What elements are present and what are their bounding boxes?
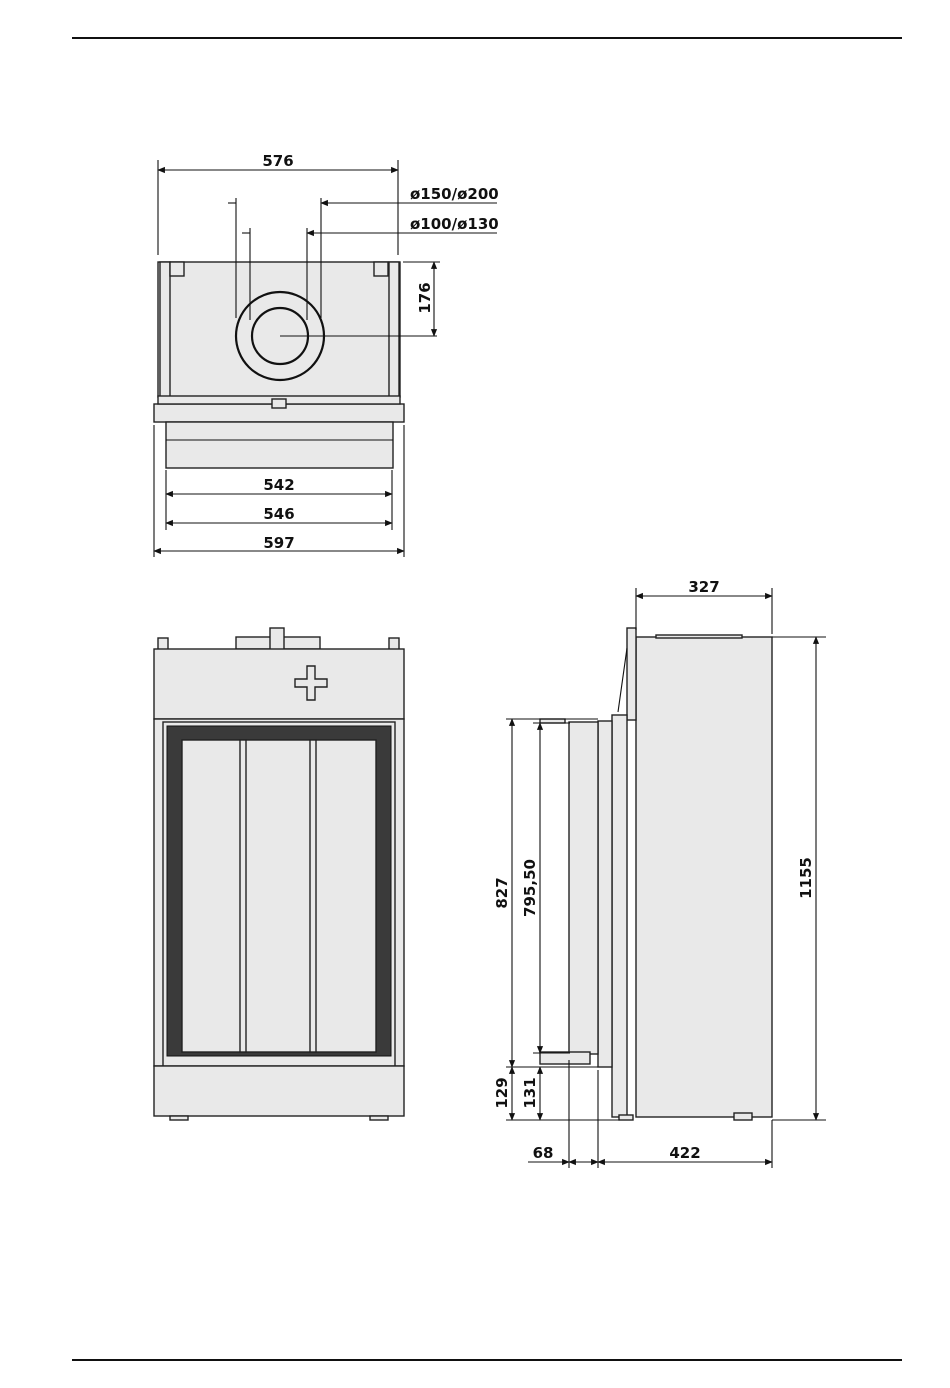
dim-327: 327	[688, 578, 719, 596]
top-view	[154, 262, 437, 468]
dim-795: 795,50	[521, 859, 539, 917]
dim-546: 546	[263, 505, 294, 523]
dim-176: 176	[416, 282, 434, 313]
dim-68: 68	[533, 1144, 554, 1162]
dim-542: 542	[263, 476, 294, 494]
dim-422: 422	[669, 1144, 700, 1162]
front-view	[154, 628, 404, 1120]
dim-576: 576	[262, 152, 293, 170]
dim-flue-small: ø100/ø130	[410, 215, 499, 233]
dim-1155: 1155	[797, 857, 815, 899]
dim-597: 597	[263, 534, 294, 552]
side-view	[540, 628, 772, 1120]
dim-131: 131	[521, 1077, 539, 1108]
dim-flue-large: ø150/ø200	[410, 185, 499, 203]
dim-129: 129	[493, 1077, 511, 1108]
dim-827: 827	[493, 877, 511, 908]
